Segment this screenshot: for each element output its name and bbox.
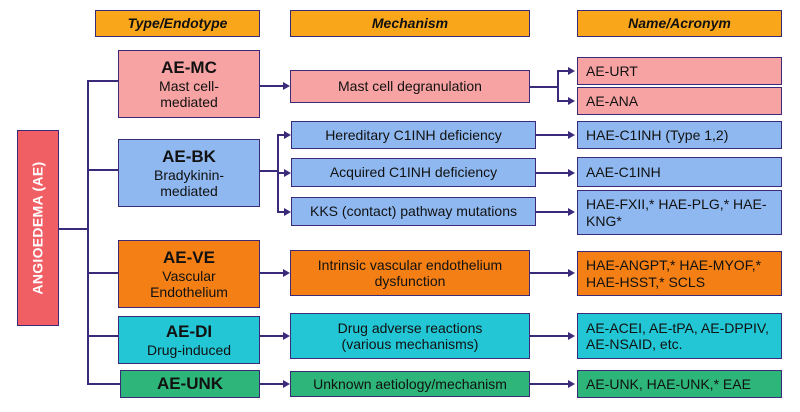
name-hae-kks: HAE-FXII,* HAE-PLG,* HAE-KNG* [577,190,782,235]
connector-bk [87,169,118,171]
mechanism-acquired-c1inh: Acquired C1INH deficiency [291,158,536,187]
arrow-bk2-name [568,169,575,177]
type-ae-bk: AE-BK Bradykinin-mediated [118,139,260,207]
connector-bk2-name [536,172,569,174]
connector-bk2 [277,172,285,174]
type-ae-di: AE-DI Drug-induced [118,316,260,364]
mechanism-mast-cell: Mast cell degranulation [290,70,530,103]
connector-unk-name [530,383,569,385]
arrow-di-mech [283,332,290,340]
connector-ve-name [530,272,569,274]
arrow-mc-mech [283,82,290,90]
name-ae-drug: AE-ACEI, AE-tPA, AE-DPPIV, AE-NSAID, etc… [577,313,782,359]
connector-mc [87,80,118,82]
arrow-bk1 [284,131,291,139]
root-angioedema: ANGIOEDEMA (AE) [17,130,59,326]
arrow-bk3 [284,208,291,216]
connector-di [87,335,118,337]
connector-di-mech [260,335,284,337]
connector-mc-name2 [557,100,569,102]
arrow-unk-name [568,380,575,388]
name-ae-ana: AE-ANA [577,87,782,115]
type-ae-bk-abbr: AE-BK [162,147,216,167]
arrow-ve-name [568,269,575,277]
connector-di-name [530,335,569,337]
name-hae-c1inh: HAE-C1INH (Type 1,2) [577,121,782,149]
connector-bk-mech [260,170,278,172]
connector-unk [87,383,120,385]
type-ae-ve: AE-VE Vascular Endothelium [118,240,260,308]
connector-bk3-name [536,211,569,213]
type-ae-ve-desc: Vascular Endothelium [150,267,228,300]
type-ae-mc-desc: Mast cell-mediated [159,77,219,110]
connector-bk3 [277,211,285,213]
header-type: Type/Endotype [95,10,260,37]
arrow-mc-name1 [568,67,575,75]
connector-ve [87,272,118,274]
header-name: Name/Acronym [577,10,782,37]
mechanism-vascular-endothelium: Intrinsic vascular endothelium dysfuncti… [290,250,530,296]
header-mechanism: Mechanism [290,10,530,37]
type-ae-bk-desc: Bradykinin-mediated [153,166,225,199]
type-ae-mc-abbr: AE-MC [161,58,217,78]
connector-types-trunk [87,80,89,384]
name-ae-unk: AE-UNK, HAE-UNK,* EAE [577,370,782,398]
arrow-bk3-name [568,208,575,216]
type-ae-ve-abbr: AE-VE [163,248,215,268]
arrow-unk-mech [283,380,290,388]
type-ae-di-abbr: AE-DI [165,322,213,342]
connector-bk1 [277,134,285,136]
mechanism-hereditary-c1inh: Hereditary C1INH deficiency [291,121,536,149]
mechanism-drug-adverse: Drug adverse reactions (various mechanis… [290,313,530,359]
name-aae-c1inh: AAE-C1INH [577,157,782,187]
connector-root [59,228,88,230]
connector-mc-name1 [557,70,569,72]
type-ae-mc: AE-MC Mast cell-mediated [118,50,260,118]
connector-mc-names [530,86,558,88]
mechanism-unknown: Unknown aetiology/mechanism [290,371,530,397]
root-label: ANGIOEDEMA (AE) [29,161,46,295]
connector-mc-names-branch [557,70,559,102]
arrow-bk1-name [568,131,575,139]
arrow-di-name [568,332,575,340]
name-ae-urt: AE-URT [577,57,782,85]
connector-bk1-name [536,134,569,136]
type-ae-di-desc: Drug-induced [146,341,232,358]
mechanism-kks-pathway: KKS (contact) pathway mutations [291,197,536,226]
type-ae-unk-abbr: AE-UNK [156,374,224,394]
type-ae-unk: AE-UNK [120,370,260,398]
connector-unk-mech [260,383,284,385]
name-hae-vascular: HAE-ANGPT,* HAE-MYOF,* HAE-HSST,* SCLS [577,251,782,296]
arrow-ve-mech [283,269,290,277]
arrow-mc-name2 [568,97,575,105]
connector-mc-mech [260,85,284,87]
connector-ve-mech [260,272,284,274]
arrow-bk2 [284,169,291,177]
